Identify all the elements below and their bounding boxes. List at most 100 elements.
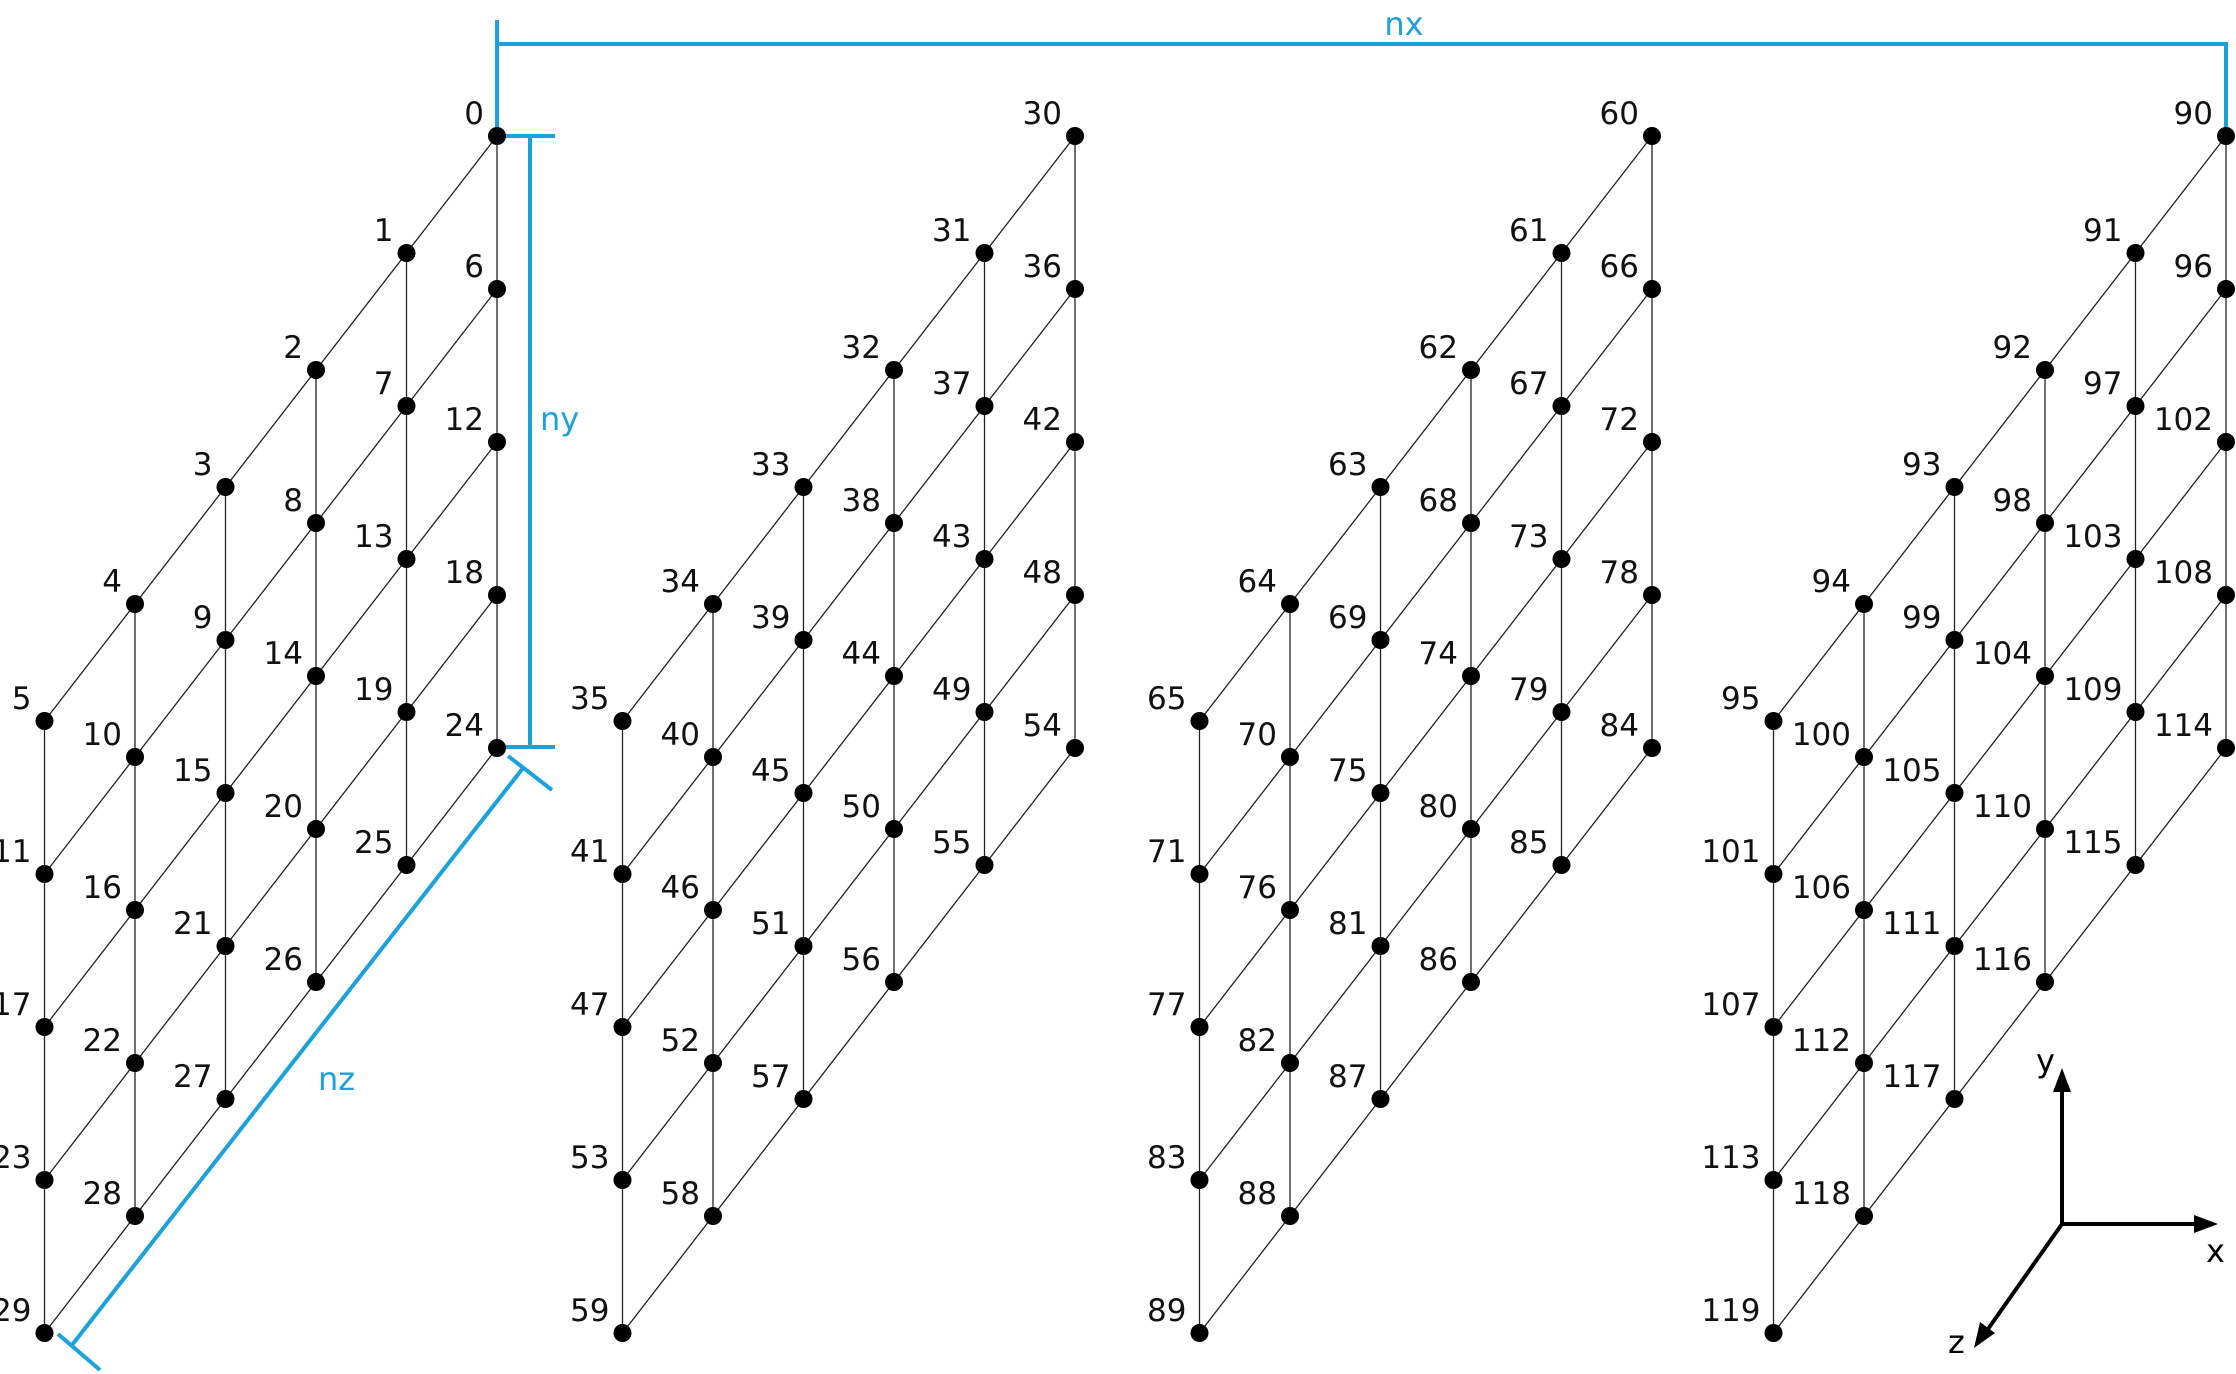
grid-node — [1371, 784, 1390, 802]
node-index-label: 96 — [2174, 249, 2213, 285]
node-index-label: 11 — [0, 834, 32, 870]
grid-node — [1281, 1207, 1299, 1225]
node-index-label: 3 — [193, 447, 213, 483]
node-index-label: 47 — [570, 987, 609, 1023]
node-index-label: 69 — [1328, 600, 1367, 636]
node-index-label: 116 — [1973, 942, 2032, 978]
node-index-label: 92 — [1993, 330, 2032, 366]
node-index-label: 44 — [842, 636, 881, 672]
grid-node — [397, 397, 416, 415]
grid-node — [1190, 865, 1209, 883]
node-index-label: 103 — [2063, 519, 2122, 555]
node-index-label: 73 — [1509, 519, 1548, 555]
node-index-label: 43 — [932, 519, 971, 555]
node-index-label: 97 — [2083, 366, 2122, 402]
node-index-label: 41 — [570, 834, 609, 870]
grid-node — [1462, 820, 1480, 838]
grid-node — [1190, 1018, 1209, 1036]
grid-node — [704, 1207, 722, 1225]
node-index-label: 75 — [1328, 753, 1367, 789]
grid-node — [2126, 703, 2145, 721]
grid-edge-depth — [43, 594, 498, 1181]
node-index-label: 52 — [661, 1023, 700, 1059]
node-index-label: 83 — [1147, 1140, 1186, 1176]
nz-label: nz — [318, 1060, 355, 1098]
node-index-label: 118 — [1792, 1176, 1851, 1212]
grid-node — [2126, 856, 2145, 874]
node-index-label: 48 — [1023, 555, 1062, 591]
node-index-label: 20 — [264, 789, 303, 825]
grid-node — [1552, 550, 1571, 568]
grid-node — [794, 478, 813, 496]
grid-node — [1190, 1324, 1209, 1342]
node-index-label: 65 — [1147, 681, 1186, 717]
grid-node — [1066, 280, 1084, 298]
node-index-label: 109 — [2063, 672, 2122, 708]
grid-node — [975, 550, 994, 568]
node-index-label: 81 — [1328, 906, 1367, 942]
node-index-label: 108 — [2154, 555, 2213, 591]
grid-node — [2217, 127, 2235, 145]
grid-node — [1945, 1090, 1964, 1108]
node-index-label: 2 — [283, 330, 303, 366]
node-index-label: 4 — [102, 564, 122, 600]
node-index-label: 14 — [264, 636, 303, 672]
grid-edge-depth — [1198, 594, 1653, 1181]
node-index-label: 5 — [12, 681, 32, 717]
grid-edge-depth — [1772, 441, 2227, 1028]
node-index-label: 86 — [1419, 942, 1458, 978]
grid-node — [2126, 397, 2145, 415]
grid-node — [126, 1207, 144, 1225]
node-index-label: 115 — [2063, 825, 2122, 861]
grid-node — [704, 901, 722, 919]
grid-edge-depth — [43, 135, 498, 722]
node-index-label: 113 — [1701, 1140, 1760, 1176]
grid-node — [397, 703, 416, 721]
grid-node — [794, 1090, 813, 1108]
node-index-label: 67 — [1509, 366, 1548, 402]
grid-edge-depth — [1772, 135, 2227, 722]
grid-edge-depth — [621, 441, 1076, 1028]
node-index-label: 79 — [1509, 672, 1548, 708]
grid-node — [1281, 748, 1299, 766]
node-index-label: 89 — [1147, 1293, 1186, 1329]
grid-edge-depth — [1772, 594, 2227, 1181]
grid-node — [1945, 784, 1964, 802]
node-index-label: 87 — [1328, 1059, 1367, 1095]
node-index-label: 62 — [1419, 330, 1458, 366]
nz-dimension-tick-bottom — [56, 1332, 102, 1372]
grid-node — [885, 361, 903, 379]
grid-node — [216, 784, 235, 802]
node-index-label: 16 — [83, 870, 122, 906]
grid-node — [488, 433, 506, 451]
node-index-label: 23 — [0, 1140, 32, 1176]
node-index-label: 64 — [1238, 564, 1277, 600]
grid-edge-depth — [1198, 747, 1653, 1334]
x-axis-label: x — [2206, 1232, 2225, 1270]
nx-dimension-line — [495, 20, 2228, 136]
grid-edge-depth — [1198, 288, 1653, 875]
node-index-label: 85 — [1509, 825, 1548, 861]
nz-dimension-tick-top — [506, 754, 554, 792]
node-index-label: 102 — [2154, 402, 2213, 438]
node-index-label: 0 — [464, 96, 484, 132]
grid-node — [2126, 550, 2145, 568]
grid-node — [1371, 478, 1390, 496]
node-index-label: 91 — [2083, 213, 2122, 249]
node-index-label: 100 — [1792, 717, 1851, 753]
node-index-label: 22 — [83, 1023, 122, 1059]
node-index-label: 78 — [1600, 555, 1639, 591]
grid-node — [216, 1090, 235, 1108]
node-index-label: 9 — [193, 600, 213, 636]
node-index-label: 19 — [354, 672, 393, 708]
z-axis-arrowhead — [1974, 1322, 1995, 1348]
node-index-label: 105 — [1882, 753, 1941, 789]
node-index-label: 29 — [0, 1293, 32, 1329]
grid-node — [397, 550, 416, 568]
node-index-label: 13 — [354, 519, 393, 555]
node-index-label: 106 — [1792, 870, 1851, 906]
grid-edge-depth — [1198, 135, 1653, 722]
grid-edge-depth — [621, 135, 1076, 722]
node-index-label: 119 — [1701, 1293, 1760, 1329]
